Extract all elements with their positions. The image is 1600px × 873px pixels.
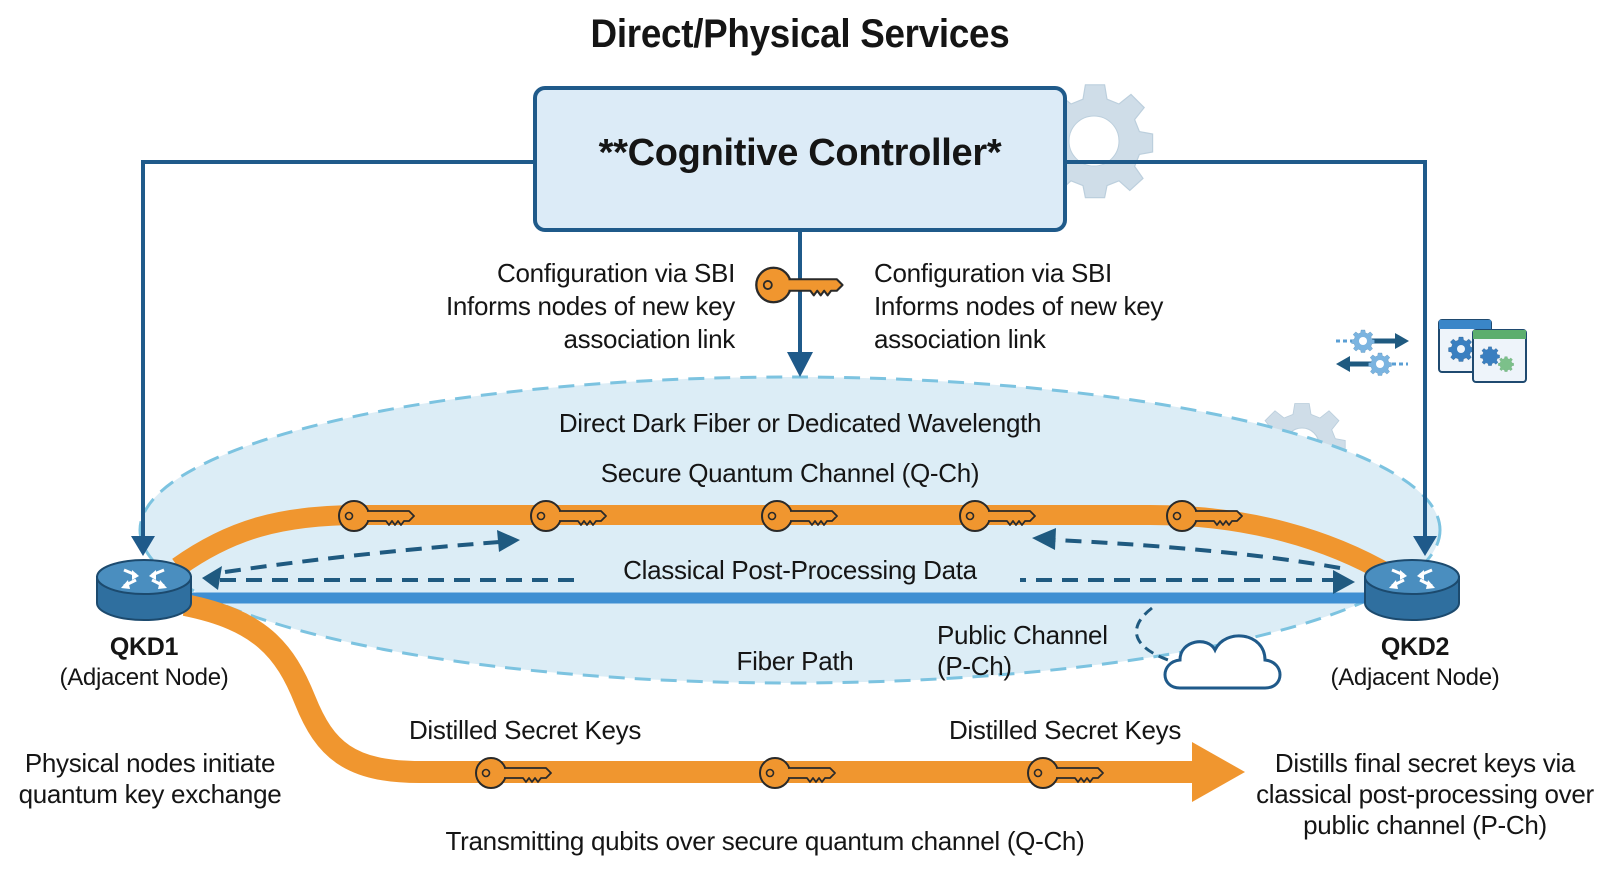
node-qkd2-role: (Adjacent Node) xyxy=(1330,664,1500,691)
distilled-keys-path xyxy=(182,594,1195,783)
config-note-right-line1: Configuration via SBI xyxy=(874,258,1112,288)
link-region xyxy=(138,375,1442,685)
config-note-left: Configuration via SBI Informs nodes of n… xyxy=(380,257,735,356)
config-note-right-line2: Informs nodes of new key association lin… xyxy=(874,291,1164,354)
note-physical-nodes: Physical nodes initiate quantum key exch… xyxy=(18,748,282,809)
public-channel-label-line2: (P-Ch) xyxy=(937,651,1012,681)
node-qkd1-role: (Adjacent Node) xyxy=(59,664,229,691)
distilled-keys-label-right: Distilled Secret Keys xyxy=(948,715,1182,745)
distilled-keys-label-left: Distilled Secret Keys xyxy=(408,715,642,745)
config-note-right: Configuration via SBI Informs nodes of n… xyxy=(874,257,1204,356)
gear-icon xyxy=(1036,84,1154,199)
classical-arrowhead-right xyxy=(1333,570,1355,594)
cognitive-controller-box[interactable] xyxy=(533,86,1067,232)
node-qkd1[interactable]: QKD1 (Adjacent Node) xyxy=(34,632,254,693)
router-icon[interactable] xyxy=(1364,559,1460,621)
note-transmitting-qubits: Transmitting qubits over secure quantum … xyxy=(445,826,1085,856)
classical-dashed-arc-left xyxy=(224,540,501,574)
control-arrowhead-down xyxy=(787,352,813,377)
medium-label: Direct Dark Fiber or Dedicated Wavelengt… xyxy=(558,408,1042,438)
page-title: Direct/Physical Services xyxy=(590,12,1010,56)
note-distills-final-keys: Distills final secret keys via classical… xyxy=(1256,748,1594,840)
distilled-keys-arrowhead xyxy=(1192,742,1245,802)
control-line-right xyxy=(1065,160,1427,540)
cloud-icon xyxy=(1163,634,1282,690)
fiber-path-label: Fiber Path xyxy=(736,646,854,676)
public-channel-connector xyxy=(1135,606,1169,662)
quantum-channel-path xyxy=(172,505,1396,584)
classical-arrowhead-arc-left xyxy=(497,530,520,552)
control-line-left xyxy=(141,160,535,540)
public-channel-label-line1: Public Channel xyxy=(937,620,1108,650)
config-note-left-line1: Configuration via SBI xyxy=(497,258,735,288)
classical-data-label: Classical Post-Processing Data xyxy=(580,555,1020,586)
node-qkd2-name: QKD2 xyxy=(1380,633,1450,661)
config-windows-icon xyxy=(1438,319,1527,383)
classical-arrowhead-left xyxy=(202,566,222,590)
router-icon[interactable] xyxy=(96,559,192,621)
control-arrowhead-right xyxy=(1413,536,1437,556)
control-arrowhead-left xyxy=(131,536,155,556)
config-note-left-line2: Informs nodes of new key association lin… xyxy=(445,291,735,354)
quantum-channel-label: Secure Quantum Channel (Q-Ch) xyxy=(600,458,980,488)
sync-gears-icon xyxy=(1336,329,1409,376)
node-qkd2[interactable]: QKD2 (Adjacent Node) xyxy=(1305,632,1525,693)
public-channel-label: Public Channel (P-Ch) xyxy=(937,620,1108,682)
cognitive-controller-label: **Cognitive Controller* xyxy=(598,132,1002,174)
node-qkd1-name: QKD1 xyxy=(109,633,179,661)
classical-arrowhead-arc-right xyxy=(1032,528,1056,550)
classical-dashed-arc-right xyxy=(1054,538,1341,570)
